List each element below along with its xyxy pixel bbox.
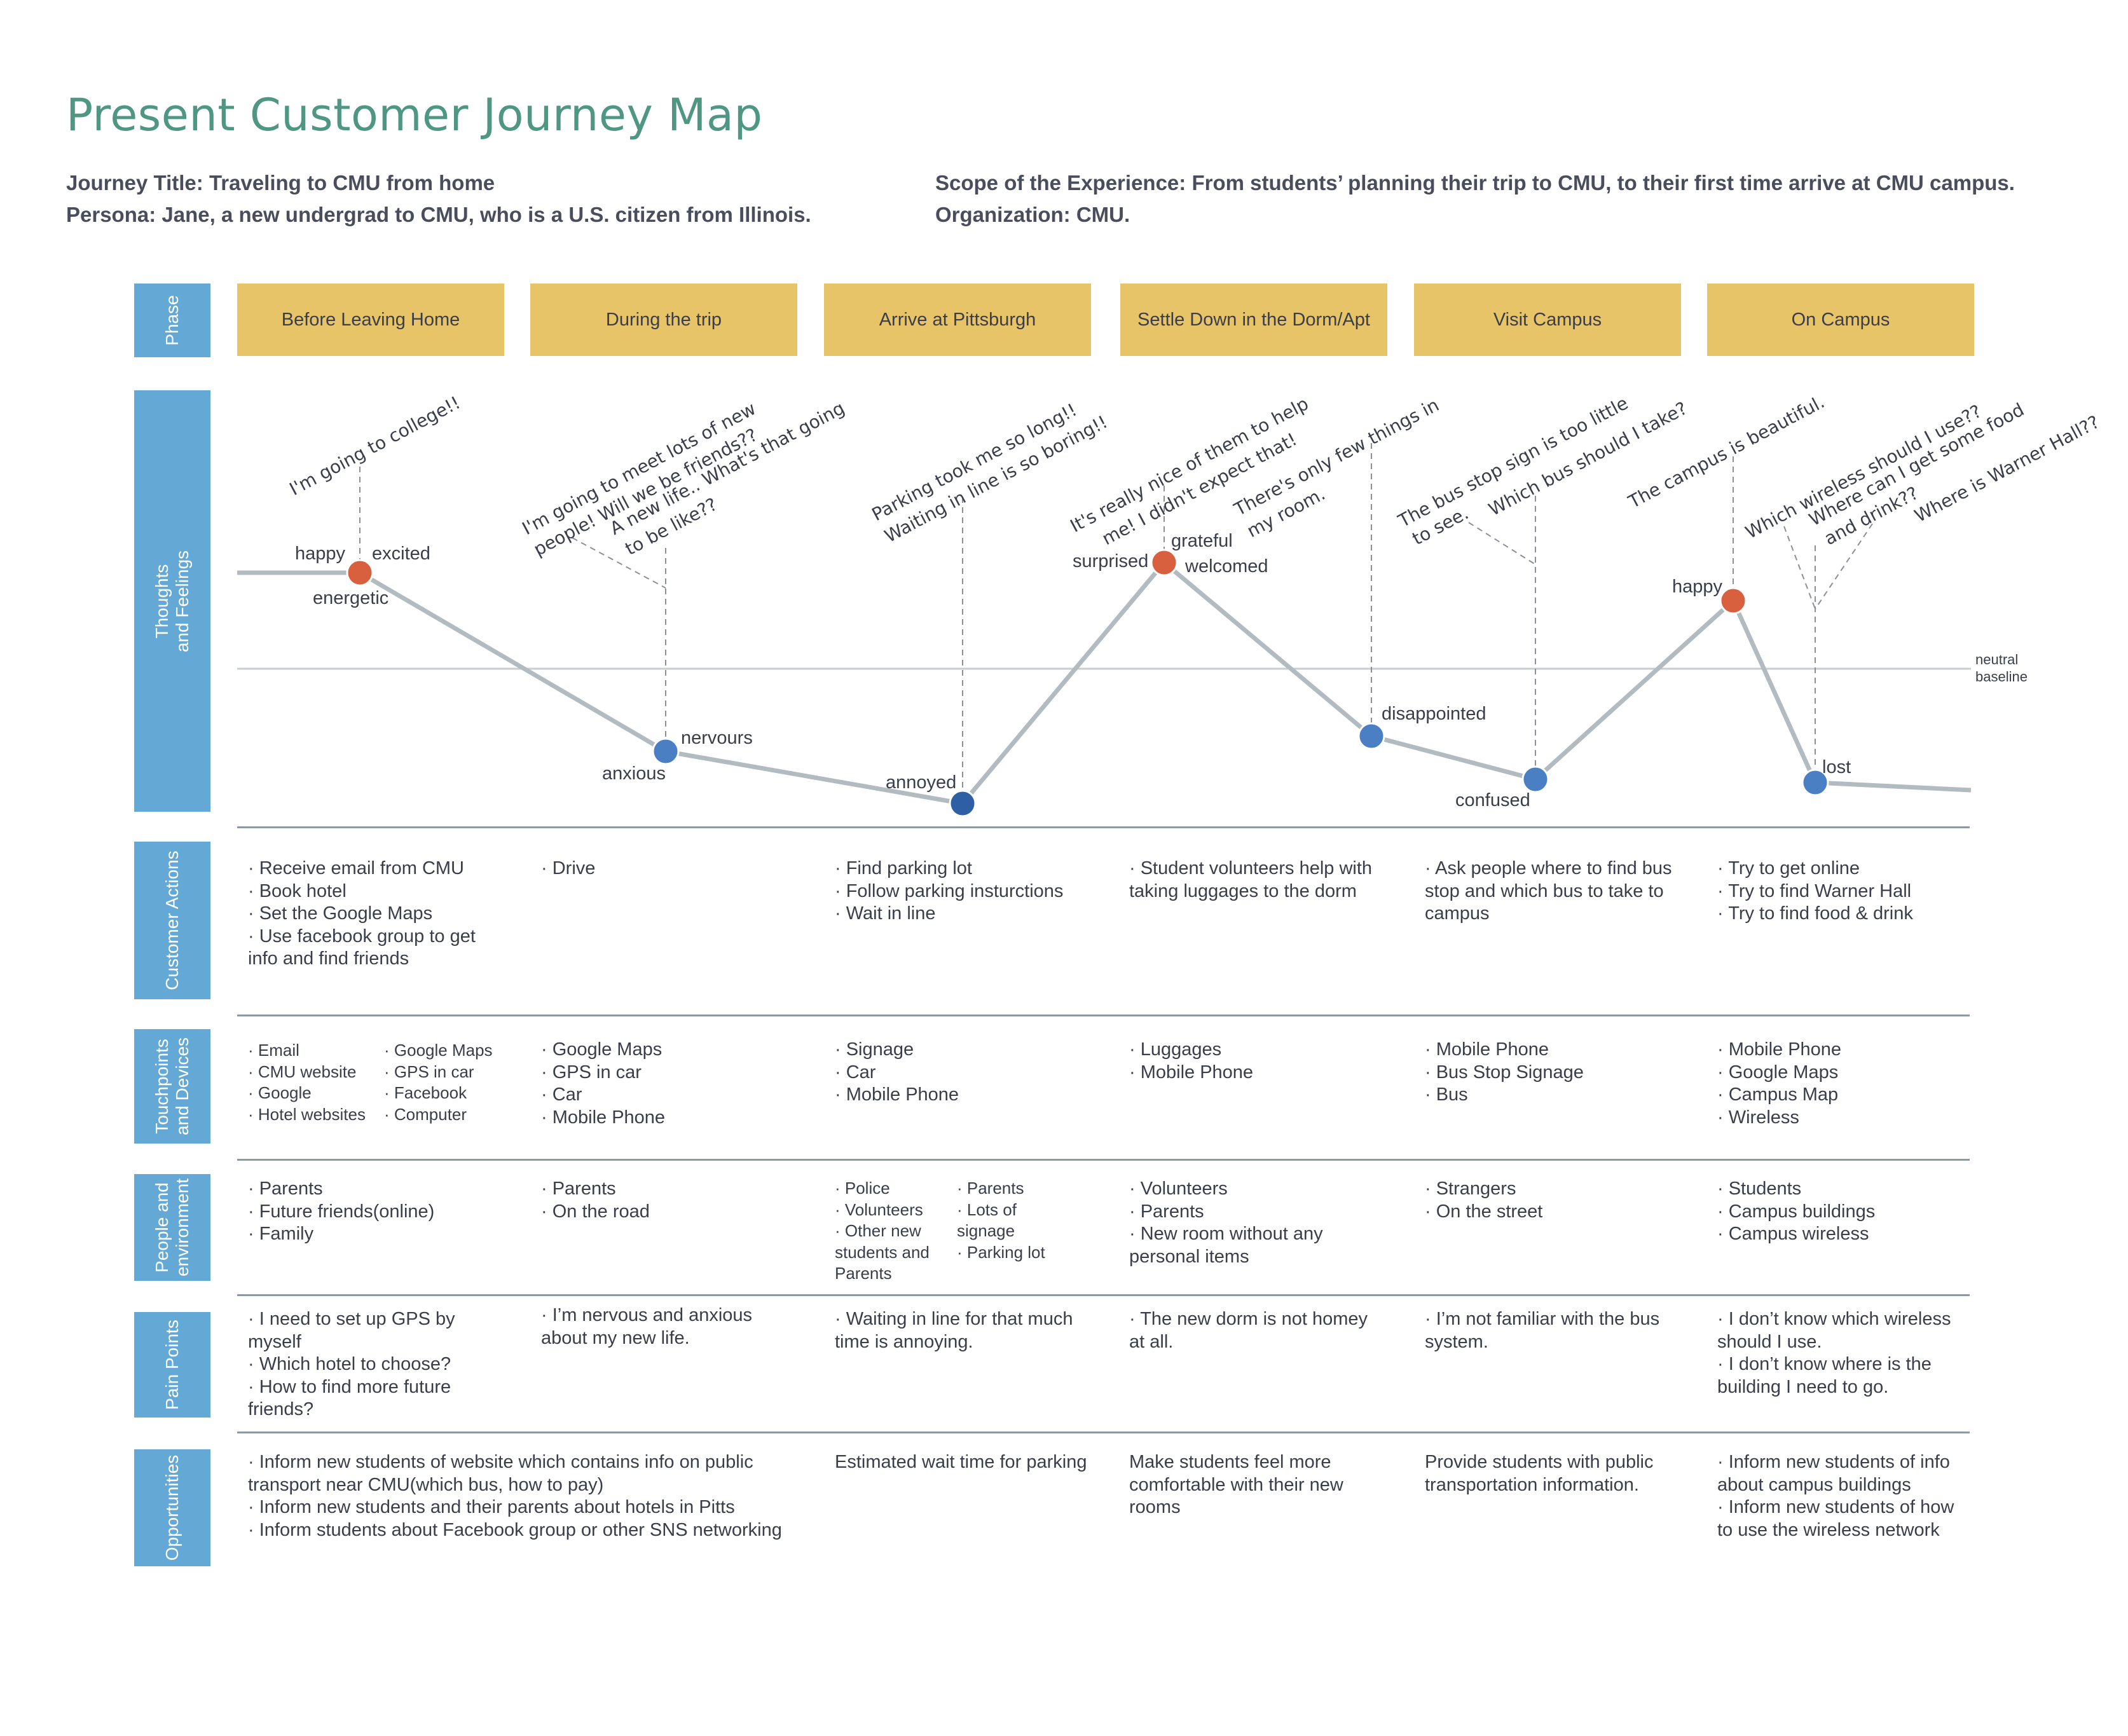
touchpoints-before-leaving-b: · Google Maps · GPS in car · Facebook · … xyxy=(384,1041,493,1124)
emotion-point-annoyed xyxy=(949,789,977,817)
people-arrive-a: · Police · Volunteers · Other new studen… xyxy=(835,1179,930,1283)
pain-points-during-trip: · I’m nervous and anxious about my new l… xyxy=(541,1305,753,1348)
people-during-trip: · Parents · On the road xyxy=(541,1179,650,1222)
feeling-label: grateful xyxy=(1171,531,1233,551)
leader-line xyxy=(1468,522,1536,565)
pain-points-arrive: · Waiting in line for that much time is … xyxy=(835,1309,1073,1352)
thought-text: I'm going to college!! xyxy=(286,392,464,500)
row-label-people: People and environment xyxy=(134,1174,210,1281)
phase-arrive-pittsburgh: Arrive at Pittsburgh xyxy=(824,284,1091,356)
phase-on-campus: On Campus xyxy=(1707,284,1974,356)
leader-line xyxy=(1783,526,1816,610)
customer-actions-arrive: · Find parking lot · Follow parking inst… xyxy=(835,858,1064,924)
feeling-label: annoyed xyxy=(886,772,956,793)
feeling-label: nervours xyxy=(681,728,753,748)
touchpoints-settle: · Luggages · Mobile Phone xyxy=(1129,1039,1254,1083)
row-label-thoughts: Thoughts and Feelings xyxy=(134,390,210,812)
leader-line xyxy=(572,537,666,589)
emotion-point-happy xyxy=(1719,587,1747,615)
scope: Scope of the Experience: From students’ … xyxy=(935,171,2015,195)
emotion-line xyxy=(237,560,1972,806)
persona: Persona: Jane, a new undergrad to CMU, w… xyxy=(66,203,811,226)
row-label-customer-actions: Customer Actions xyxy=(134,842,210,999)
row-divider xyxy=(237,826,1970,828)
row-label-opportunities: Opportunities xyxy=(134,1449,210,1566)
opportunities-settle: Make students feel more comfortable with… xyxy=(1129,1452,1343,1517)
emotion-point-surprised xyxy=(1150,549,1178,577)
page-title: Present Customer Journey Map xyxy=(66,89,763,141)
touchpoints-during-trip: · Google Maps · GPS in car · Car · Mobil… xyxy=(541,1039,666,1128)
customer-actions-during-trip: · Drive xyxy=(541,858,596,878)
people-settle: · Volunteers · Parents · New room withou… xyxy=(1129,1179,1323,1267)
emotion-curve-chart: neutral baseline happy excited energetic… xyxy=(237,392,2103,817)
opportunities-visit: Provide students with public transportat… xyxy=(1425,1452,1654,1495)
row-divider xyxy=(237,1294,1970,1296)
feeling-label: confused xyxy=(1455,790,1530,810)
emotion-point-lost xyxy=(1801,769,1829,796)
touchpoints-before-leaving-a: · Email · CMU website · Google · Hotel w… xyxy=(248,1041,366,1124)
pain-points-settle: · The new dorm is not homey at all. xyxy=(1129,1309,1368,1352)
baseline-label-1: neutral xyxy=(1975,652,2018,667)
emotion-point-excited xyxy=(346,559,374,587)
customer-actions-on-campus: · Try to get online · Try to find Warner… xyxy=(1717,858,1913,924)
journey-meta-left: Journey Title: Traveling to CMU from hom… xyxy=(66,167,811,231)
journey-meta-right: Scope of the Experience: From students’ … xyxy=(935,167,2015,231)
row-label-phase: Phase xyxy=(134,284,210,357)
phase-visit-campus: Visit Campus xyxy=(1414,284,1681,356)
emotion-point-nervous xyxy=(652,737,680,765)
people-on-campus: · Students · Campus buildings · Campus w… xyxy=(1717,1179,1876,1244)
people-visit: · Strangers · On the street xyxy=(1425,1179,1543,1222)
opportunities-arrive: Estimated wait time for parking xyxy=(835,1452,1087,1472)
touchpoints-on-campus: · Mobile Phone · Google Maps · Campus Ma… xyxy=(1717,1039,1842,1128)
feeling-label: excited xyxy=(372,543,430,564)
opportunities-on-campus: · Inform new students of info about camp… xyxy=(1717,1452,1954,1540)
people-before-leaving: · Parents · Future friends(online) · Fam… xyxy=(248,1179,435,1244)
pain-points-before-leaving: · I need to set up GPS by myself · Which… xyxy=(248,1309,455,1419)
row-label-touchpoints: Touchpoints and Devices xyxy=(134,1029,210,1144)
baseline-label-2: baseline xyxy=(1975,669,2028,685)
touchpoints-visit: · Mobile Phone · Bus Stop Signage · Bus xyxy=(1425,1039,1584,1105)
emotion-point-confused xyxy=(1521,765,1549,793)
row-divider xyxy=(237,1432,1970,1433)
pain-points-on-campus: · I don’t know which wireless should I u… xyxy=(1717,1309,1951,1397)
feeling-label: surprised xyxy=(1073,551,1148,571)
people-arrive-b: · Parents · Lots of signage · Parking lo… xyxy=(957,1179,1045,1262)
feeling-label: happy xyxy=(1672,577,1723,597)
journey-title: Journey Title: Traveling to CMU from hom… xyxy=(66,171,495,195)
organization: Organization: CMU. xyxy=(935,203,1130,226)
row-divider xyxy=(237,1015,1970,1016)
leader-line xyxy=(1815,523,1873,610)
pain-points-visit: · I’m not familiar with the bus system. xyxy=(1425,1309,1660,1352)
feeling-label: happy xyxy=(295,543,346,564)
row-divider xyxy=(237,1159,1970,1161)
emotion-point-disappointed xyxy=(1357,722,1385,750)
feeling-label: disappointed xyxy=(1382,704,1486,724)
row-label-pain-points: Pain Points xyxy=(134,1312,210,1418)
feeling-label: lost xyxy=(1822,757,1851,777)
phase-settle-down: Settle Down in the Dorm/Apt xyxy=(1120,284,1387,356)
customer-actions-visit: · Ask people where to find bus stop and … xyxy=(1425,858,1672,924)
feeling-label: energetic xyxy=(313,588,388,608)
phase-before-leaving-home: Before Leaving Home xyxy=(237,284,504,356)
customer-actions-before-leaving: · Receive email from CMU · Book hotel · … xyxy=(248,858,476,969)
touchpoints-arrive: · Signage · Car · Mobile Phone xyxy=(835,1039,959,1105)
feeling-label: welcomed xyxy=(1184,556,1268,577)
feeling-label: anxious xyxy=(602,763,666,784)
opportunities-before-and-during: · Inform new students of website which c… xyxy=(248,1452,782,1540)
phase-during-trip: During the trip xyxy=(530,284,797,356)
customer-actions-settle: · Student volunteers help with taking lu… xyxy=(1129,858,1373,901)
